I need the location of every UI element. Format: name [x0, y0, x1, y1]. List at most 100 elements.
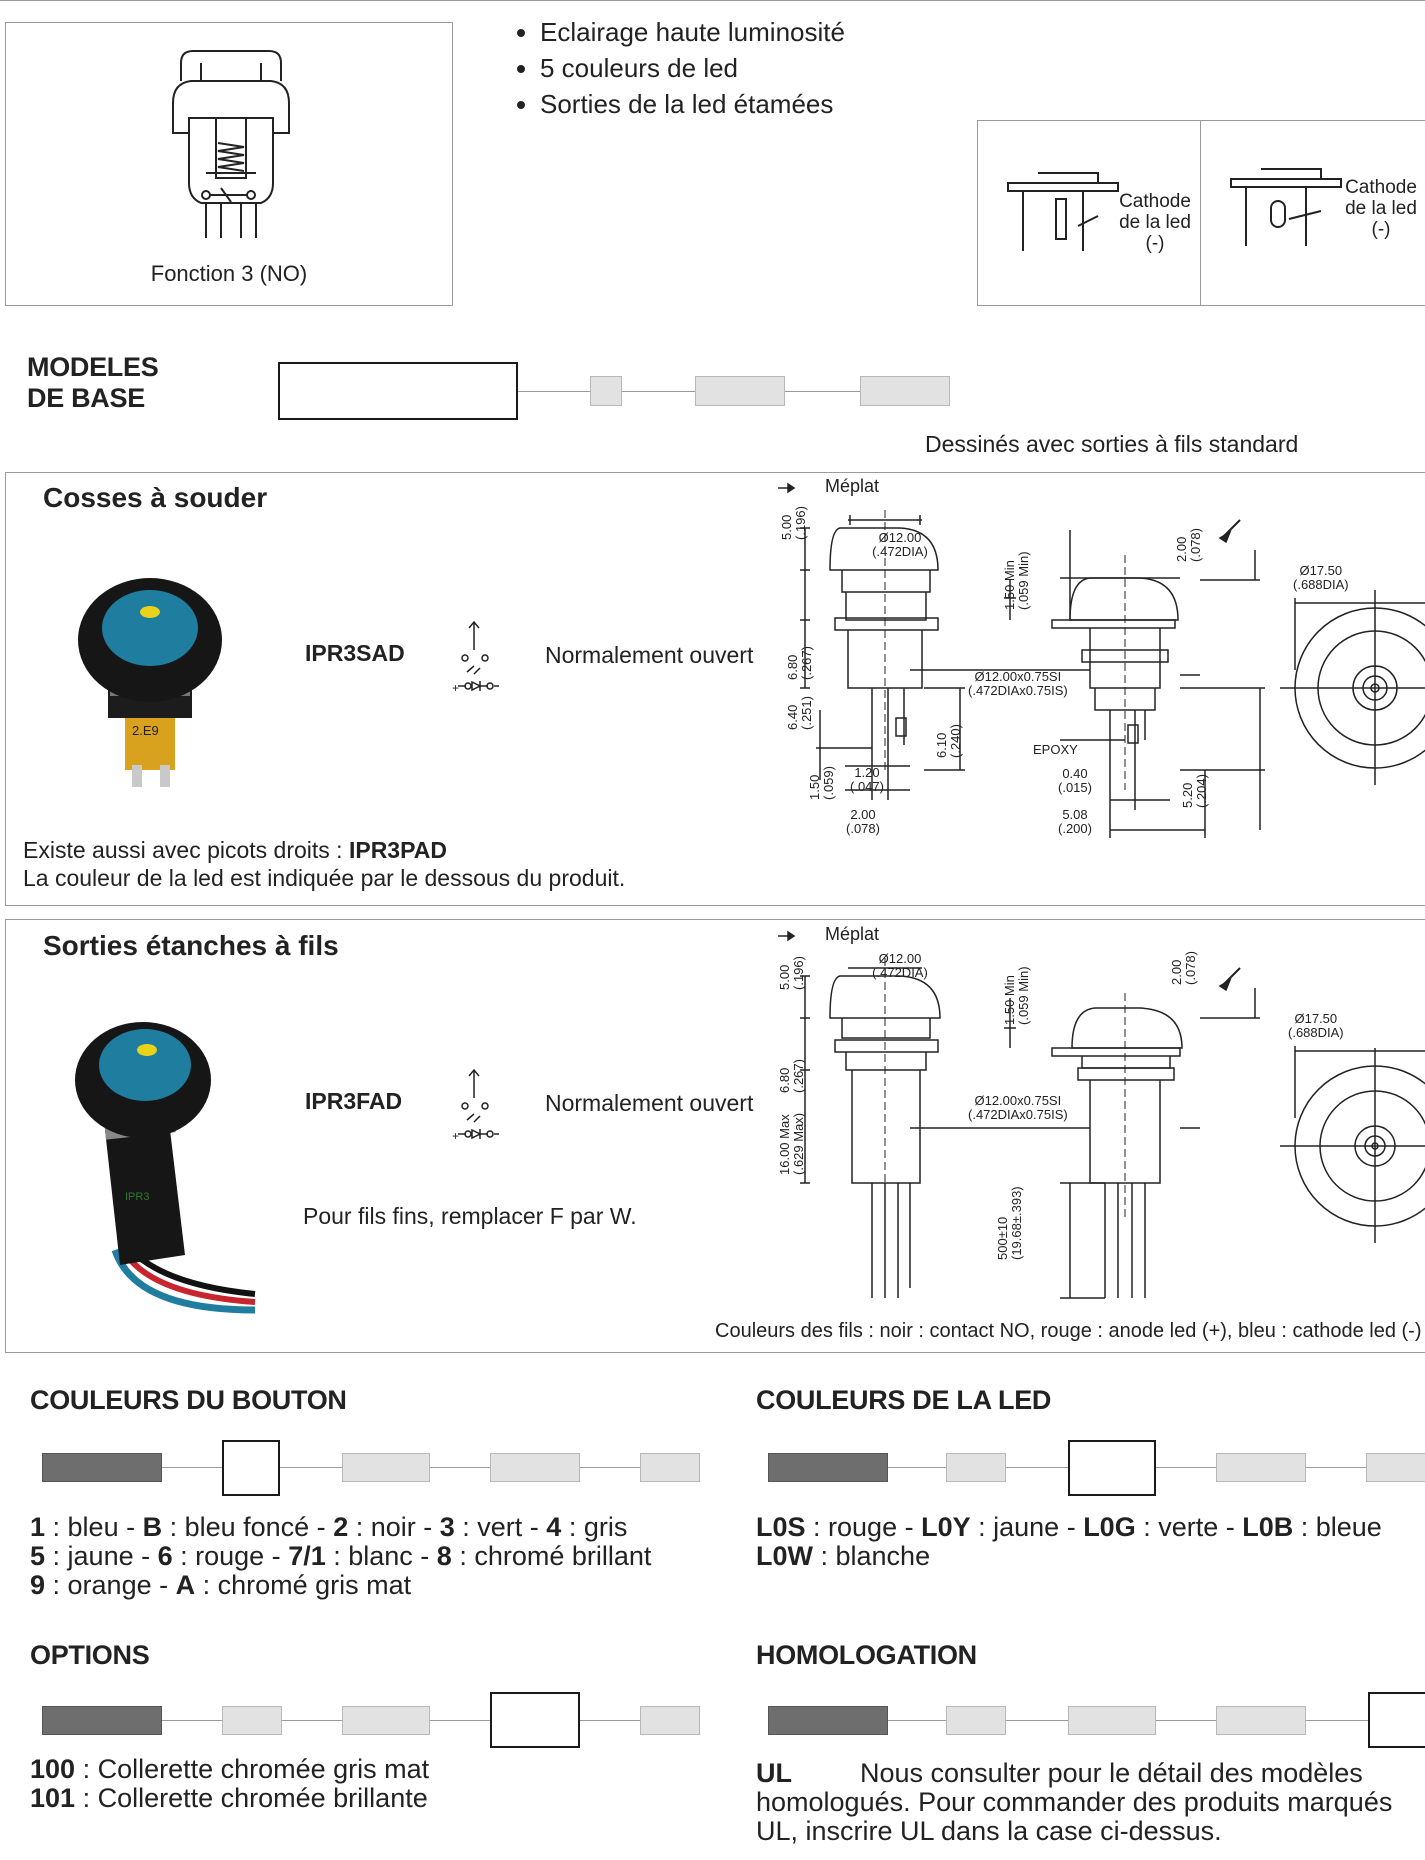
legend-line: UL, inscrire UL dans la case ci-dessus.	[756, 1816, 1222, 1846]
legend-line: L0S : rouge - L0Y : jaune - L0G : verte …	[756, 1512, 1382, 1542]
dim-label: Ø12.00(.472DIA)	[872, 951, 928, 980]
legend-line: 1 : bleu - B : bleu foncé - 2 : noir - 3…	[30, 1512, 628, 1542]
dim-label: Ø17.50(.688DIA)	[1288, 1011, 1344, 1040]
feature-item: 5 couleurs de led	[540, 50, 845, 86]
dim-label: Ø12.00x0.75SI(.472DIAx0.75IS)	[968, 669, 1068, 698]
code-segment-filled	[768, 1453, 888, 1482]
function-label: Fonction 3 (NO)	[150, 261, 308, 286]
code-segment	[1068, 1706, 1156, 1735]
solder-product-photo: 2.E9	[78, 578, 222, 787]
button-colors-legend: 1 : bleu - B : bleu foncé - 2 : noir - 3…	[30, 1513, 651, 1600]
code-segment	[946, 1706, 1006, 1735]
button-color-code-box[interactable]	[222, 1440, 280, 1496]
dim-label: 16.00 Max(.629 Max)	[777, 1112, 806, 1175]
solder-note-line1: Existe aussi avec picots droits : IPR3PA…	[23, 837, 447, 863]
code-segment-filled	[42, 1453, 162, 1482]
options-code-box[interactable]	[490, 1692, 580, 1748]
dim-label: 1.50(.059)	[807, 766, 836, 800]
legend-line: L0W : blanche	[756, 1541, 931, 1571]
wires-function: Normalement ouvert	[545, 1090, 754, 1116]
wire-colors-note: Couleurs des fils : noir : contact NO, r…	[715, 1320, 1422, 1342]
homologation-title: HOMOLOGATION	[756, 1640, 977, 1670]
wires-note: Pour fils fins, remplacer F par W.	[303, 1203, 637, 1229]
code-segment	[946, 1453, 1006, 1482]
wires-product-photo: IPR3	[75, 1022, 256, 1314]
svg-text:2.E9: 2.E9	[132, 723, 159, 738]
dim-label: Ø12.00(.472DIA)	[872, 530, 928, 559]
code-segment-filled	[42, 1706, 162, 1735]
code-segment	[222, 1706, 282, 1735]
no-led-symbol-icon: +	[452, 620, 499, 695]
code-segment	[342, 1453, 430, 1482]
legend-line: 100 : Collerette chromée gris mat	[30, 1754, 430, 1784]
solder-part-number: IPR3SAD	[305, 640, 405, 666]
svg-text:IPR3: IPR3	[125, 1191, 149, 1203]
wires-meplat-label: Méplat	[825, 924, 880, 944]
svg-text:+: +	[452, 1129, 459, 1143]
dim-label: 6.80(.267)	[785, 646, 814, 680]
options-title: OPTIONS	[30, 1640, 150, 1670]
led-color-code-box[interactable]	[1068, 1440, 1156, 1496]
dim-label: 6.10(.240)	[934, 724, 963, 758]
feature-list: Eclairage haute luminosité 5 couleurs de…	[508, 14, 845, 122]
dim-label: 1.50 Min(.059 Min)	[1002, 551, 1031, 610]
wires-technical-drawing	[778, 930, 1425, 1299]
legend-line: 9 : orange - A : chromé gris mat	[30, 1570, 412, 1600]
legend-line: 5 : jaune - 6 : rouge - 7/1 : blanc - 8 …	[30, 1541, 652, 1571]
led-pin-drawing-2	[1230, 168, 1342, 246]
solder-title: Cosses à souder	[43, 482, 268, 513]
led-colors-legend: L0S : rouge - L0Y : jaune - L0G : verte …	[756, 1513, 1382, 1571]
code-segment-filled	[768, 1706, 888, 1735]
dim-label: 500±10(19.68±.393)	[995, 1186, 1024, 1260]
dim-label: 5.08(.200)	[1058, 807, 1092, 836]
epoxy-label: EPOXY	[1033, 742, 1078, 757]
wires-part-number: IPR3FAD	[305, 1088, 403, 1114]
legend-line: 101 : Collerette chromée brillante	[30, 1783, 428, 1813]
base-code-segment	[860, 376, 950, 406]
dim-label: 2.00(.078)	[1174, 528, 1203, 562]
base-models-caption: Dessinés avec sorties à fils standard	[925, 431, 1299, 457]
base-code-segment	[695, 376, 785, 406]
code-segment	[1216, 1453, 1306, 1482]
wires-title: Sorties étanches à fils	[43, 930, 339, 961]
function-diagram-box: Fonction 3 (NO)	[5, 22, 453, 306]
no-led-symbol-icon: +	[452, 1068, 499, 1143]
code-segment	[1366, 1453, 1425, 1482]
svg-text:+: +	[452, 681, 459, 695]
dim-label: 5.20(.204)	[1180, 774, 1209, 808]
legend-line: homologués. Pour commander des produits …	[756, 1787, 1393, 1817]
code-segment	[490, 1453, 580, 1482]
solder-note-line2: La couleur de la led est indiquée par le…	[23, 865, 626, 891]
feature-item: Sorties de la led étamées	[540, 86, 845, 122]
dim-label: 5.00(.196)	[779, 506, 808, 540]
solder-function: Normalement ouvert	[545, 642, 754, 668]
feature-item: Eclairage haute luminosité	[540, 14, 845, 50]
solder-technical-drawing: ​	[778, 482, 1425, 838]
options-legend: 100 : Collerette chromée gris mat 101 : …	[30, 1755, 429, 1813]
code-segment	[342, 1706, 430, 1735]
base-code-box[interactable]	[278, 362, 518, 420]
button-colors-title: COULEURS DU BOUTON	[30, 1385, 347, 1415]
dim-label: 1.50 Min(.059 Min)	[1002, 966, 1031, 1025]
dim-label: 2.00(.078)	[1169, 951, 1198, 985]
homologation-code-box[interactable]	[1368, 1692, 1425, 1748]
code-segment	[1216, 1706, 1306, 1735]
solder-section	[5, 472, 1425, 906]
base-code-segment	[590, 376, 622, 406]
led-pin-drawing-1	[1007, 172, 1119, 251]
led-colors-title: COULEURS DE LA LED	[756, 1385, 1052, 1415]
dim-label: 1.20(.047)	[850, 765, 884, 794]
switch-section-drawing	[172, 50, 290, 238]
wires-section	[5, 919, 1425, 1353]
code-segment	[640, 1453, 700, 1482]
dim-label: Ø12.00x0.75SI(.472DIAx0.75IS)	[968, 1093, 1068, 1122]
dim-label: Ø17.50(.688DIA)	[1293, 563, 1349, 592]
dim-label: 5.00(.196)	[777, 956, 806, 990]
